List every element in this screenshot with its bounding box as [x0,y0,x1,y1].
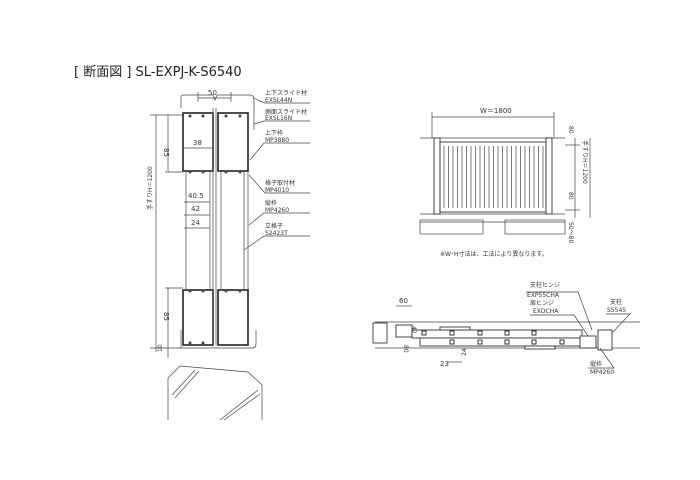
part-name-4: 縦枠 [265,199,277,207]
dim-24: 24 [191,219,200,227]
part-name-3: 格子取付材 [265,179,295,187]
elev-top-80: 80 [567,126,574,134]
part-name-0: 上下スライド材 [265,89,307,97]
plan-drawing: 60 42 80 23 24 支柱ヒンジ EXP55CHA 扉ヒンジ EXDCH… [372,281,640,376]
plan-part-name-3: 縦枠 [590,360,602,368]
elev-note: ※W･H寸法は、工法により異なります。 [440,250,548,258]
plan-part-name-0: 支柱ヒンジ [530,281,560,289]
plan-part-code-0: EXP55CHA [527,292,560,299]
dim-height-1200: 手すりH＝1200 [146,166,154,210]
dim-85-top: 85 [162,148,170,157]
part-code-1: EXSL16N [265,115,292,122]
plan-dim-60: 60 [399,297,408,305]
dim-85-bottom: 85 [162,312,170,321]
elev-width: W＝1800 [480,107,512,115]
plan-part-code-1: EXDCHA [533,308,559,315]
elev-height: 手すりH＝1200 [581,140,589,184]
elevation-drawing: W＝1800 80 80 手すりH＝1200 50～80 ※W･H寸法は、工法に… [419,107,591,258]
plan-part-name-1: 扉ヒンジ [530,299,554,307]
plan-dim-42: 42 [410,326,417,334]
part-name-2: 上下枠 [265,129,283,137]
part-code-4: MP4260 [265,207,289,214]
drawing-title: [ 断面図 ] SL-EXPJ-K-S6540 [74,65,242,80]
plan-dim-24: 24 [461,348,468,356]
part-code-2: MP3880 [265,137,289,144]
dim-38: 38 [193,139,202,147]
part-code-5: S2423T [265,230,288,237]
elev-gap: 50～80 [567,222,574,243]
dim-50: 50 [208,89,217,97]
part-name-1: 側面スライド材 [265,108,307,116]
dim-42: 42 [191,205,200,213]
section-part-labels: 上下スライド材 EXSL44N 側面スライド材 EXSL16N 上下枠 MP38… [265,89,307,237]
plan-part-name-2: 支柱 [610,298,622,306]
elev-bottom-80: 80 [567,192,574,200]
plan-part-code-3: MP4260 [590,369,614,376]
dim-40-5: 40.5 [188,192,204,200]
plan-dim-23: 23 [440,360,449,368]
plan-dim-80: 80 [402,345,409,353]
plan-part-code-2: S5545 [607,307,626,314]
part-name-5: 立格子 [265,222,283,230]
part-code-3: MP4010 [265,187,289,194]
cross-section-drawing: 50 85 38 40.5 42 24 手すりH＝1200 85 10 上下スラ… [146,89,310,421]
part-code-0: EXSL44N [265,97,292,104]
